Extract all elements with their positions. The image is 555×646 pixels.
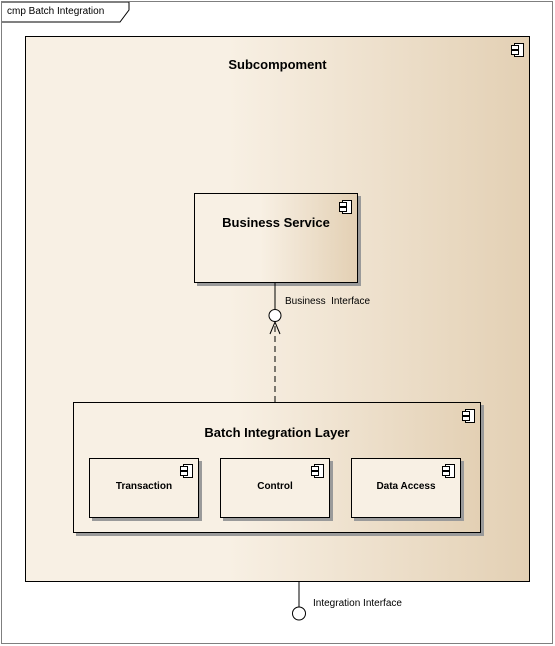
- component-icon: [511, 43, 524, 57]
- component-icon: [442, 464, 455, 478]
- component-icon: [180, 464, 193, 478]
- subcomponent-title: Subcompoment: [228, 57, 327, 72]
- business-interface-circle[interactable]: [268, 309, 282, 322]
- business-service-box[interactable]: Business Service: [194, 193, 358, 283]
- data-access-box[interactable]: Data Access: [351, 458, 461, 518]
- integration-interface-circle[interactable]: [292, 606, 306, 621]
- transaction-box[interactable]: Transaction: [89, 458, 199, 518]
- frame-title: cmp Batch Integration: [7, 6, 105, 17]
- component-icon: [311, 464, 324, 478]
- batch-integration-layer-title: Batch Integration Layer: [204, 425, 350, 440]
- business-service-title: Business Service: [222, 215, 330, 230]
- control-title: Control: [257, 481, 293, 492]
- integration-interface-label: Integration Interface: [313, 598, 402, 609]
- business-interface-label: Business Interface: [285, 296, 371, 307]
- transaction-title: Transaction: [115, 481, 173, 492]
- dependency-arrowhead: [269, 320, 281, 335]
- component-icon: [339, 200, 352, 214]
- frame-tab-shape: [2, 2, 130, 23]
- data-access-title: Data Access: [376, 481, 436, 492]
- component-icon: [462, 409, 475, 423]
- control-box[interactable]: Control: [220, 458, 330, 518]
